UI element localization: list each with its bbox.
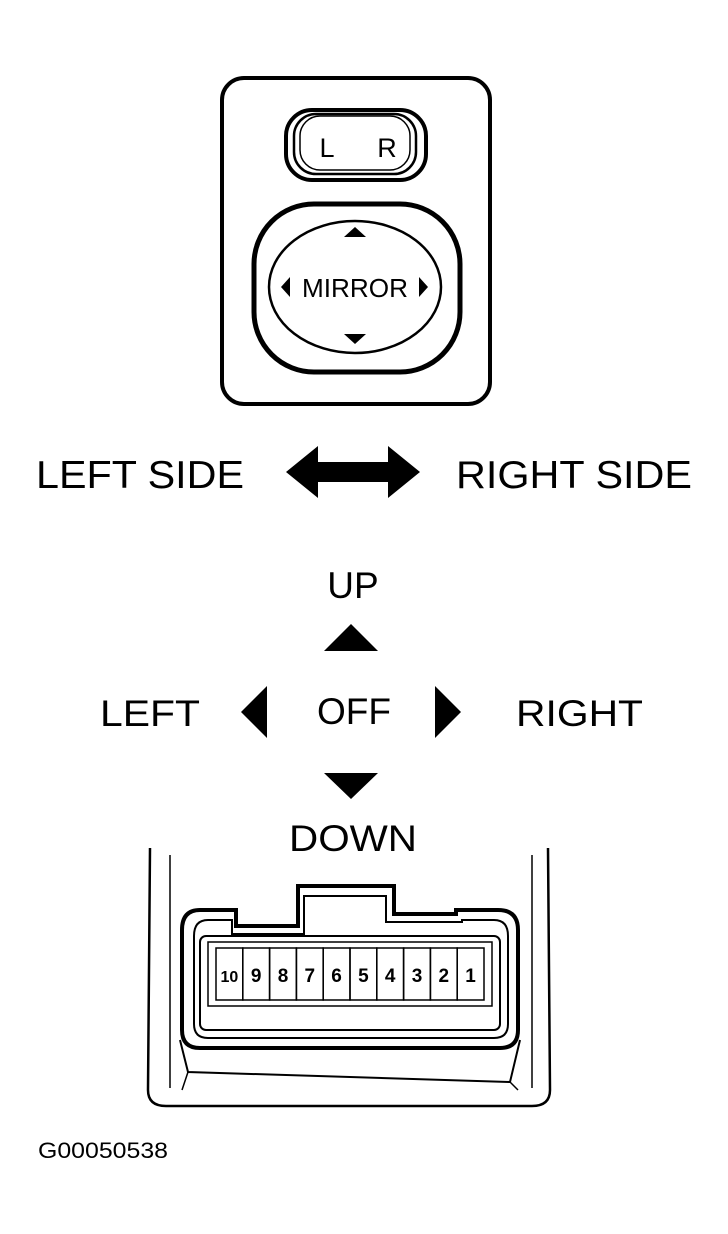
selector-left-label: L [319,133,334,163]
figure-id: G00050538 [38,1138,168,1163]
down-label: DOWN [289,818,417,859]
terminal-number: 5 [358,966,369,987]
terminal-number: 8 [278,966,289,987]
left-label: LEFT [100,693,200,734]
terminal-number: 1 [465,966,476,987]
selector-right-label: R [377,133,397,163]
connector-shell [180,884,520,1050]
terminal-number: 3 [412,966,423,987]
terminal-number: 7 [305,966,316,987]
pad-down-arrow-icon [344,334,366,344]
terminal-number: 2 [439,966,450,987]
up-label: UP [327,565,378,606]
direction-chart: UP LEFT OFF RIGHT DOWN [100,565,643,859]
terminal-number: 4 [385,966,396,987]
side-selection: LEFT SIDE RIGHT SIDE [36,446,692,498]
right-arrow-icon [435,686,461,738]
left-right-selector: L R [284,108,428,182]
right-side-label: RIGHT SIDE [456,454,692,497]
mirror-adjust-pad: MIRROR [251,201,463,375]
pad-label: MIRROR [302,273,408,303]
terminal-cell [456,947,485,1001]
left-arrow-icon [241,686,267,738]
connector-body [146,847,552,1108]
pad-up-arrow-icon [344,227,366,237]
double-arrow-icon [286,446,420,498]
up-arrow-icon [324,624,378,651]
right-label: RIGHT [516,693,643,734]
mirror-switch: L R MIRROR [220,76,492,406]
terminal-number: 9 [251,966,262,987]
switch-housing [220,76,492,406]
left-side-label: LEFT SIDE [36,454,244,497]
off-label: OFF [317,691,391,732]
terminal-number: 6 [331,966,342,987]
down-arrow-icon [324,773,378,799]
terminal-number: 10 [221,969,239,986]
pad-left-arrow-icon [281,277,290,297]
pad-right-arrow-icon [419,277,428,297]
